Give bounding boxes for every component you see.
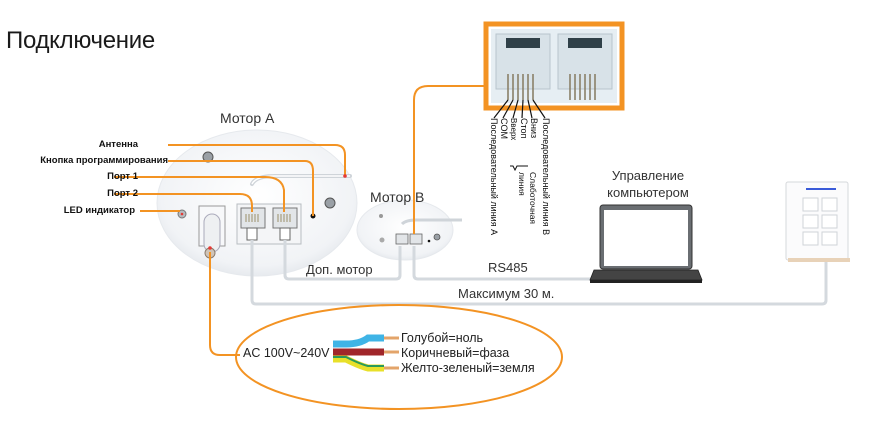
pin-down: Вниз — [529, 118, 539, 139]
wall-switch-icon — [785, 181, 850, 262]
laptop-icon — [589, 204, 703, 283]
max-length-label: Максимум 30 м. — [458, 286, 555, 301]
callout-port-1: Порт 1 — [107, 171, 138, 182]
motor-a-label: Мотор А — [220, 110, 275, 126]
pin-serial-line-b: Последовательный линия B — [541, 118, 551, 236]
computer-label-line1: Управление — [611, 168, 685, 183]
computer-label-line2: компьютером — [607, 185, 689, 200]
power-wires — [333, 334, 399, 372]
low-voltage-line-label: Слаботочная линия — [517, 172, 538, 225]
screw-icon — [324, 197, 336, 209]
rs485-label: RS485 — [488, 260, 528, 275]
motor-b-body — [356, 199, 454, 261]
computer-label: Управление компьютером — [600, 167, 696, 201]
callout-program-button: Кнопка программирования — [40, 155, 168, 166]
callout-led-indicator: LED индикатор — [63, 205, 135, 216]
wire-yellow-green-label: Желто-зеленый=земля — [401, 361, 535, 375]
voltage-label: AC 100V~240V — [243, 346, 330, 360]
pin-stop: Стоп — [519, 118, 529, 139]
power-ellipse — [235, 304, 563, 410]
wire-brown-label: Коричневый=фаза — [401, 346, 510, 360]
pin-serial-line-a: Последовательный линия A — [489, 118, 499, 236]
rj-jack — [483, 21, 625, 172]
cables — [250, 240, 828, 306]
callout-port-2: Порт 2 — [107, 188, 138, 199]
extra-motor-label: Доп. мотор — [306, 262, 373, 277]
callout-lines — [114, 85, 486, 356]
pin-up: Вверх — [509, 118, 518, 141]
page-title: Подключение — [6, 27, 155, 54]
motor-b-label: Мотор B — [370, 189, 425, 205]
wire-blue-label: Голубой=ноль — [401, 331, 484, 345]
pin-com: COM — [499, 118, 509, 139]
callout-antenna: Антенна — [98, 139, 138, 150]
